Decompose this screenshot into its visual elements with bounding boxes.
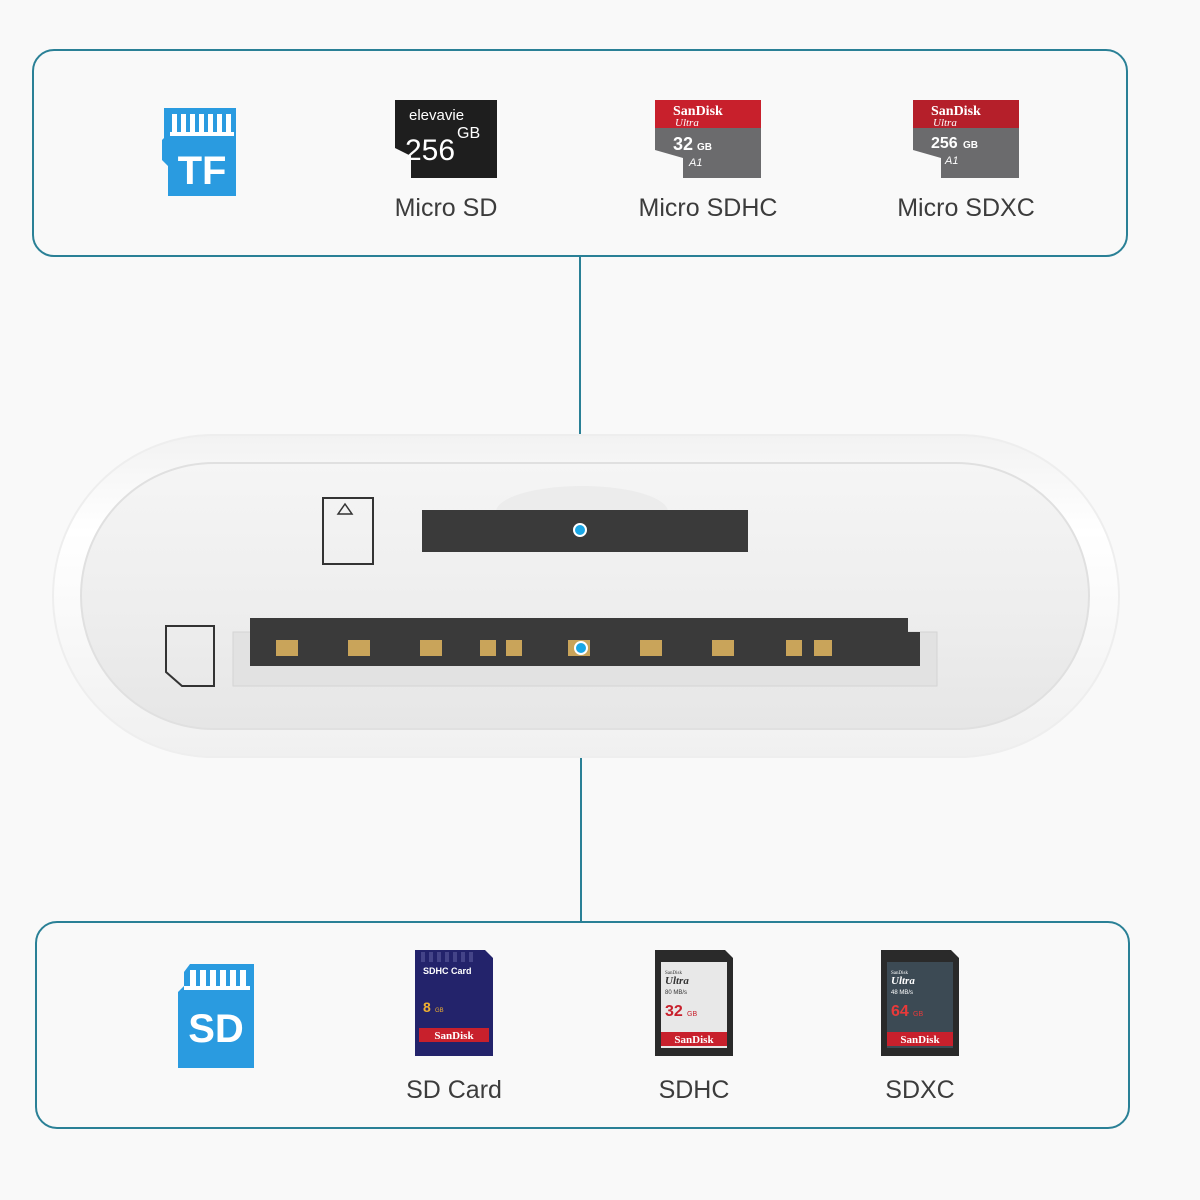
- micro-sdxc-capacity: 256: [931, 135, 958, 152]
- micro-sd-capacity: 256: [405, 134, 455, 167]
- micro-sdhc-capacity: 32: [673, 134, 693, 154]
- sdhc-capacity: 32: [665, 1003, 683, 1020]
- sdhc-line: Ultra: [665, 975, 689, 987]
- sdhc-ultra-card-icon: SanDisk Ultra 80 MB/s 32 GB SanDisk: [655, 950, 733, 1056]
- sd-card-item: SDHC Card 8 GB SanDisk SD Card: [344, 948, 564, 1104]
- sdhc-label: SDHC: [658, 1076, 730, 1104]
- sdxc-ultra-card-icon: SanDisk Ultra 48 MB/s 64 GB SanDisk: [881, 950, 959, 1056]
- sdhc-card-blue-icon: SDHC Card 8 GB SanDisk: [415, 950, 493, 1056]
- micro-sdhc-label: Micro SDHC: [638, 194, 778, 222]
- micro-sd-unit: GB: [457, 125, 480, 142]
- sdhc-brand: SanDisk: [674, 1034, 714, 1046]
- sdhc-unit: GB: [687, 1011, 697, 1018]
- sd-card-icon: SD: [178, 964, 254, 1068]
- tf-card-icon: TF: [162, 108, 236, 196]
- sdhc-item: SanDisk Ultra 80 MB/s 32 GB SanDisk SDHC: [584, 948, 804, 1104]
- sdxc-unit: GB: [913, 1011, 923, 1018]
- sd-card-type-item: SD: [106, 962, 326, 1070]
- sd-slot-icon: [165, 625, 215, 687]
- sd-slot-indicator-dot: [574, 641, 588, 655]
- micro-slot-arrow-icon: [336, 502, 354, 515]
- micro-sdxc-label: Micro SDXC: [897, 194, 1035, 222]
- micro-sdxc-item: SanDisk Ultra 256 GB A1 Micro SDXC: [856, 98, 1076, 222]
- micro-sd-label: Micro SD: [394, 194, 498, 222]
- sd-slot-connector-line: [580, 648, 582, 922]
- tf-icon-text: TF: [178, 149, 227, 193]
- micro-sdhc-item: SanDisk Ultra 32 GB A1 Micro SDHC: [598, 98, 818, 222]
- tf-card-item: TF: [90, 104, 310, 200]
- sd-card-label: SD Card: [406, 1076, 502, 1104]
- micro-sdhc-speed: A1: [688, 157, 702, 169]
- sdxc-capacity: 64: [891, 1003, 909, 1020]
- sd-card-title: SDHC Card: [423, 966, 472, 976]
- micro-slot-indicator-dot: [573, 523, 587, 537]
- sdxc-brand: SanDisk: [900, 1034, 940, 1046]
- sd-card-brand: SanDisk: [434, 1030, 474, 1042]
- micro-sdxc-unit: GB: [963, 140, 978, 151]
- sdxc-item: SanDisk Ultra 48 MB/s 64 GB SanDisk SDXC: [810, 948, 1030, 1104]
- micro-slot-icon: [322, 497, 374, 565]
- micro-slot-connector-line: [579, 256, 581, 530]
- sd-icon-text: SD: [188, 1007, 244, 1051]
- micro-sdhc-card-icon: SanDisk Ultra 32 GB A1: [655, 100, 761, 178]
- micro-sd-item: elevavie 256 GB Micro SD: [336, 98, 556, 222]
- micro-sdhc-line: Ultra: [675, 117, 699, 129]
- sdxc-line: Ultra: [891, 975, 915, 987]
- micro-sdxc-line: Ultra: [933, 117, 957, 129]
- sdxc-brand-small: SanDisk: [891, 971, 908, 976]
- sd-card-unit: GB: [435, 1008, 444, 1014]
- micro-sdxc-card-icon: SanDisk Ultra 256 GB A1: [913, 100, 1019, 178]
- sdhc-brand-small: SanDisk: [665, 971, 682, 976]
- micro-sd-card-icon: elevavie 256 GB: [395, 100, 497, 178]
- micro-sdhc-brand: SanDisk: [673, 104, 723, 119]
- micro-sdxc-brand: SanDisk: [931, 104, 981, 119]
- sd-card-capacity: 8: [423, 999, 431, 1015]
- micro-sdhc-unit: GB: [697, 142, 712, 153]
- micro-sd-brand: elevavie: [409, 107, 464, 124]
- sd-slot-pins: [276, 640, 832, 660]
- sdxc-label: SDXC: [885, 1076, 955, 1104]
- sdxc-speed: 48 MB/s: [891, 990, 913, 996]
- sdhc-speed: 80 MB/s: [665, 990, 687, 996]
- micro-sdxc-speed: A1: [944, 155, 958, 167]
